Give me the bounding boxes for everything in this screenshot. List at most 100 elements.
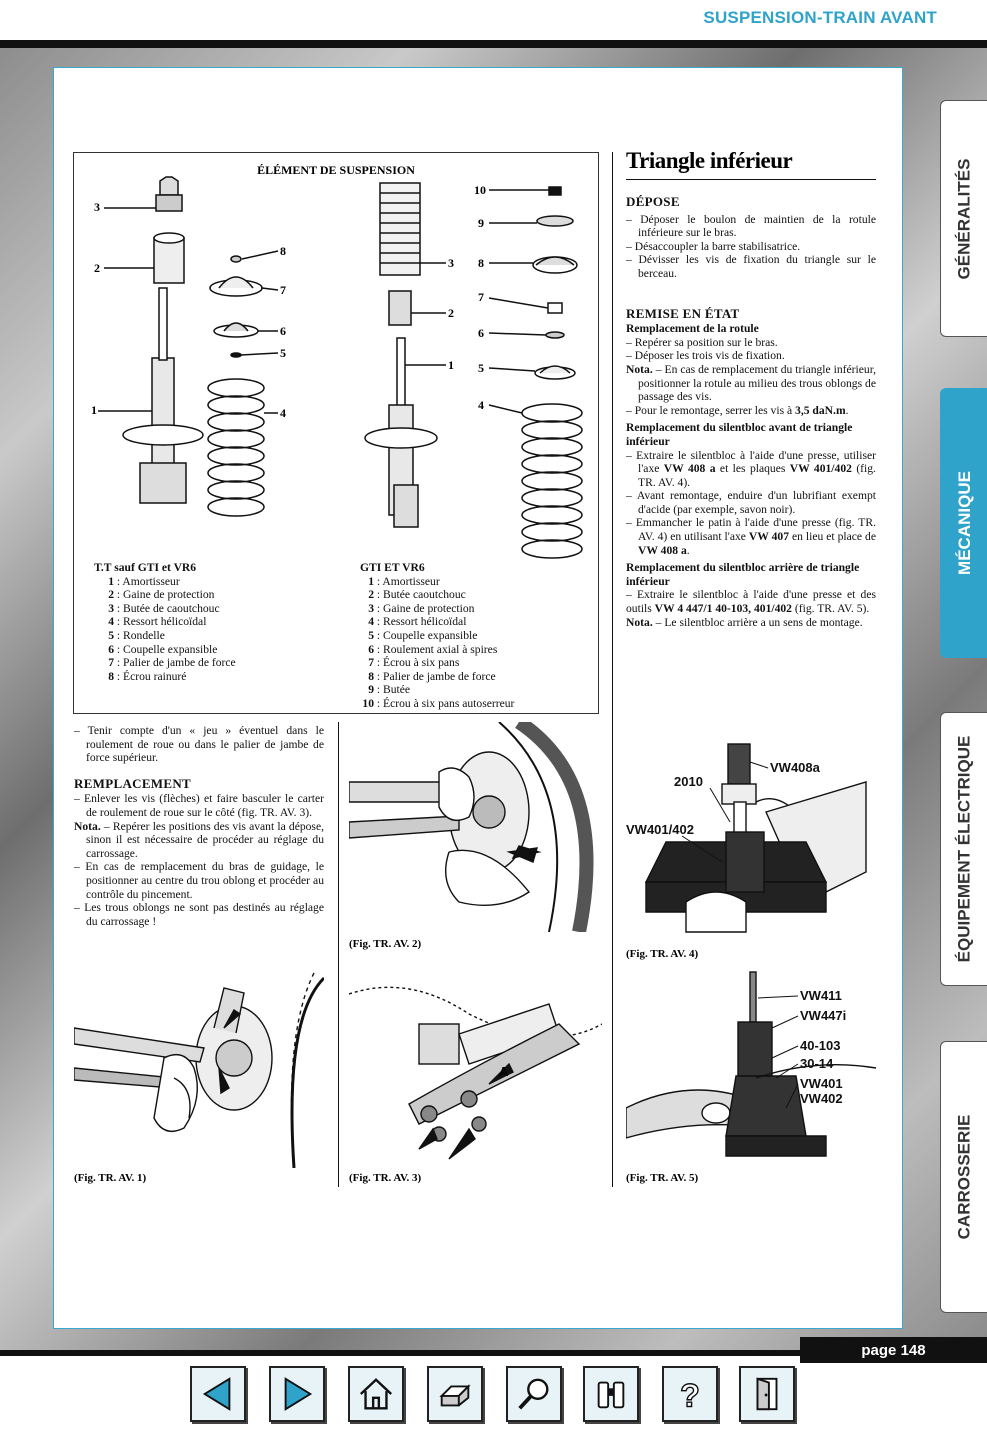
callout-right-8: 8 [478, 256, 484, 270]
figure-tr-av-4-caption: (Fig. TR. AV. 4) [626, 948, 699, 960]
tab-carrosserie[interactable]: CARROSSERIE [940, 1041, 987, 1313]
arrow-right-icon [284, 1377, 313, 1411]
tab-mecanique[interactable]: MÉCANIQUE [940, 388, 987, 658]
help-button[interactable]: ? [662, 1366, 718, 1422]
fig4-label: VW408a [770, 760, 821, 775]
bottom-bar [0, 1350, 987, 1356]
callout-left-6: 6 [280, 324, 286, 338]
callout-left-5: 5 [280, 346, 286, 360]
figure-tr-av-2-caption: (Fig. TR. AV. 2) [349, 938, 422, 950]
list-item: – Enlever les vis (flèches) et faire bas… [74, 792, 324, 819]
arrow-left-icon [202, 1377, 231, 1411]
fig5-label: VW447i [800, 1008, 846, 1023]
fig5-label: VW411 [800, 988, 842, 1003]
legend-item: 6 : Roulement axial à spires [368, 642, 498, 656]
nota: Nota. – Le silentbloc arrière a un sens … [626, 615, 863, 629]
callout-right-3: 3 [448, 256, 454, 270]
help-icon: ? [679, 1377, 700, 1413]
legend-item: 8 : Écrou rainuré [108, 669, 187, 683]
nota: Nota. – En cas de remplacement du triang… [626, 362, 876, 404]
callout-left-4: 4 [280, 406, 286, 420]
figure-tr-av-3-drawing: A [349, 964, 602, 1169]
legend-item: 1 : Amortisseur [108, 574, 180, 588]
list-item: – Extraire le silentbloc à l'aide d'une … [626, 448, 876, 489]
legend-item: 9 : Butée [368, 683, 411, 697]
column-rule [338, 722, 339, 1187]
legend-item: 4 : Ressort hélicoïdal [368, 615, 467, 629]
legend-item: 5 : Rondelle [108, 628, 165, 642]
fig5-label: 40-103 [800, 1038, 840, 1053]
subheading-rotule: Remplacement de la rotule [626, 322, 759, 336]
callout-left-2: 2 [94, 261, 100, 275]
callout-right-2: 2 [448, 306, 454, 320]
list-item: – Extraire le silentbloc à l'aide d'une … [626, 588, 876, 616]
figure-tr-av-3-caption: (Fig. TR. AV. 3) [349, 1172, 422, 1184]
list-item: – Déposer le boulon de maintien de la ro… [626, 212, 876, 240]
right-column-text: DÉPOSE – Déposer le boulon de maintien d… [626, 195, 876, 629]
figure-tr-av-2-drawing [349, 722, 602, 932]
fig5-label: VW401 [800, 1076, 843, 1091]
legend-item: 1 : Amortisseur [368, 574, 440, 588]
list-item: – Repérer sa position sur le bras. [626, 335, 778, 349]
exit-button[interactable] [739, 1366, 795, 1422]
previous-page-button[interactable] [190, 1366, 246, 1422]
print-button[interactable] [427, 1366, 483, 1422]
home-button[interactable] [348, 1366, 404, 1422]
callout-left-1: 1 [91, 403, 97, 417]
callout-right-5: 5 [478, 361, 484, 375]
column-rule [612, 152, 613, 1187]
fig5-label: 30-14 [800, 1056, 834, 1071]
right-legend-title: GTI ET VR6 [360, 561, 425, 574]
svg-text:?: ? [680, 1377, 700, 1413]
legend-item: 4 : Ressort hélicoïdal [108, 615, 207, 629]
fig5-label: VW402 [800, 1091, 843, 1106]
tab-equipement-electrique[interactable]: ÉQUIPEMENT ÉLECTRIQUE [940, 712, 987, 986]
tab-generalites[interactable]: GÉNÉRALITÉS [940, 100, 987, 337]
list-item: – Pour le remontage, serrer les vis à 3,… [626, 403, 849, 417]
left-column-text: – Tenir compte d'un « jeu » éventuel dan… [74, 724, 324, 928]
title-rule [626, 179, 876, 180]
figure-tr-av-1-caption: (Fig. TR. AV. 1) [74, 1172, 147, 1184]
suspension-figure-title: ÉLÉMENT DE SUSPENSION [257, 163, 415, 177]
suspension-exploded-drawing [98, 176, 583, 559]
triangle-title: Triangle inférieur [626, 148, 793, 173]
list-item: – Désaccoupler la barre stabilisatrice. [626, 239, 801, 253]
page-number: page 148 [800, 1337, 987, 1363]
list-item: – Emmancher le patin à l'aide d'une pres… [626, 516, 876, 557]
depose-heading: DÉPOSE [626, 194, 680, 209]
legend-item: 3 : Butée de caoutchouc [108, 601, 220, 615]
callout-right-7: 7 [478, 290, 484, 304]
figure-tr-av-1-drawing [74, 968, 324, 1168]
top-bar [0, 40, 987, 48]
legend-item: 2 : Gaine de protection [108, 588, 215, 602]
callout-left-7: 7 [280, 283, 286, 297]
legend-item: 6 : Coupelle expansible [108, 642, 218, 656]
fig4-label: 2010 [674, 774, 703, 789]
search-icon [518, 1378, 549, 1410]
exit-icon [756, 1377, 778, 1411]
callout-right-9: 9 [478, 216, 484, 230]
fig3-label-a: A [499, 1064, 509, 1079]
figure-tr-av-5-caption: (Fig. TR. AV. 5) [626, 1172, 699, 1184]
legend-item: 8 : Palier de jambe de force [368, 669, 496, 683]
binoculars-icon [597, 1381, 625, 1409]
search-button[interactable] [506, 1366, 562, 1422]
suspension-figure: ÉLÉMENT DE SUSPENSION [73, 152, 599, 714]
callout-left-3: 3 [94, 200, 100, 214]
remise-heading: REMISE EN ÉTAT [626, 305, 740, 321]
legend-item: 3 : Gaine de protection [368, 601, 475, 615]
legend-item: 7 : Palier de jambe de force [108, 656, 236, 670]
right-legend: GTI ET VR6 1 : Amortisseur 2 : Butée cao… [360, 561, 514, 711]
left-legend-title: T.T sauf GTI et VR6 [94, 561, 197, 574]
figure-tr-av-5-drawing: VW411 VW447i 40-103 30-14 VW401 VW402 [626, 968, 881, 1168]
remplacement-heading: REMPLACEMENT [74, 775, 191, 791]
home-icon [359, 1378, 393, 1410]
callout-left-8: 8 [280, 244, 286, 258]
callout-right-6: 6 [478, 326, 484, 340]
binoculars-button[interactable] [583, 1366, 639, 1422]
callout-right-1: 1 [448, 358, 454, 372]
legend-item: 10 : Écrou à six pans autoserreur [362, 696, 515, 710]
next-page-button[interactable] [269, 1366, 325, 1422]
list-item: – Les trous oblongs ne sont pas destinés… [74, 901, 324, 928]
list-item: – Dévisser les vis de fixation du triang… [626, 253, 876, 280]
